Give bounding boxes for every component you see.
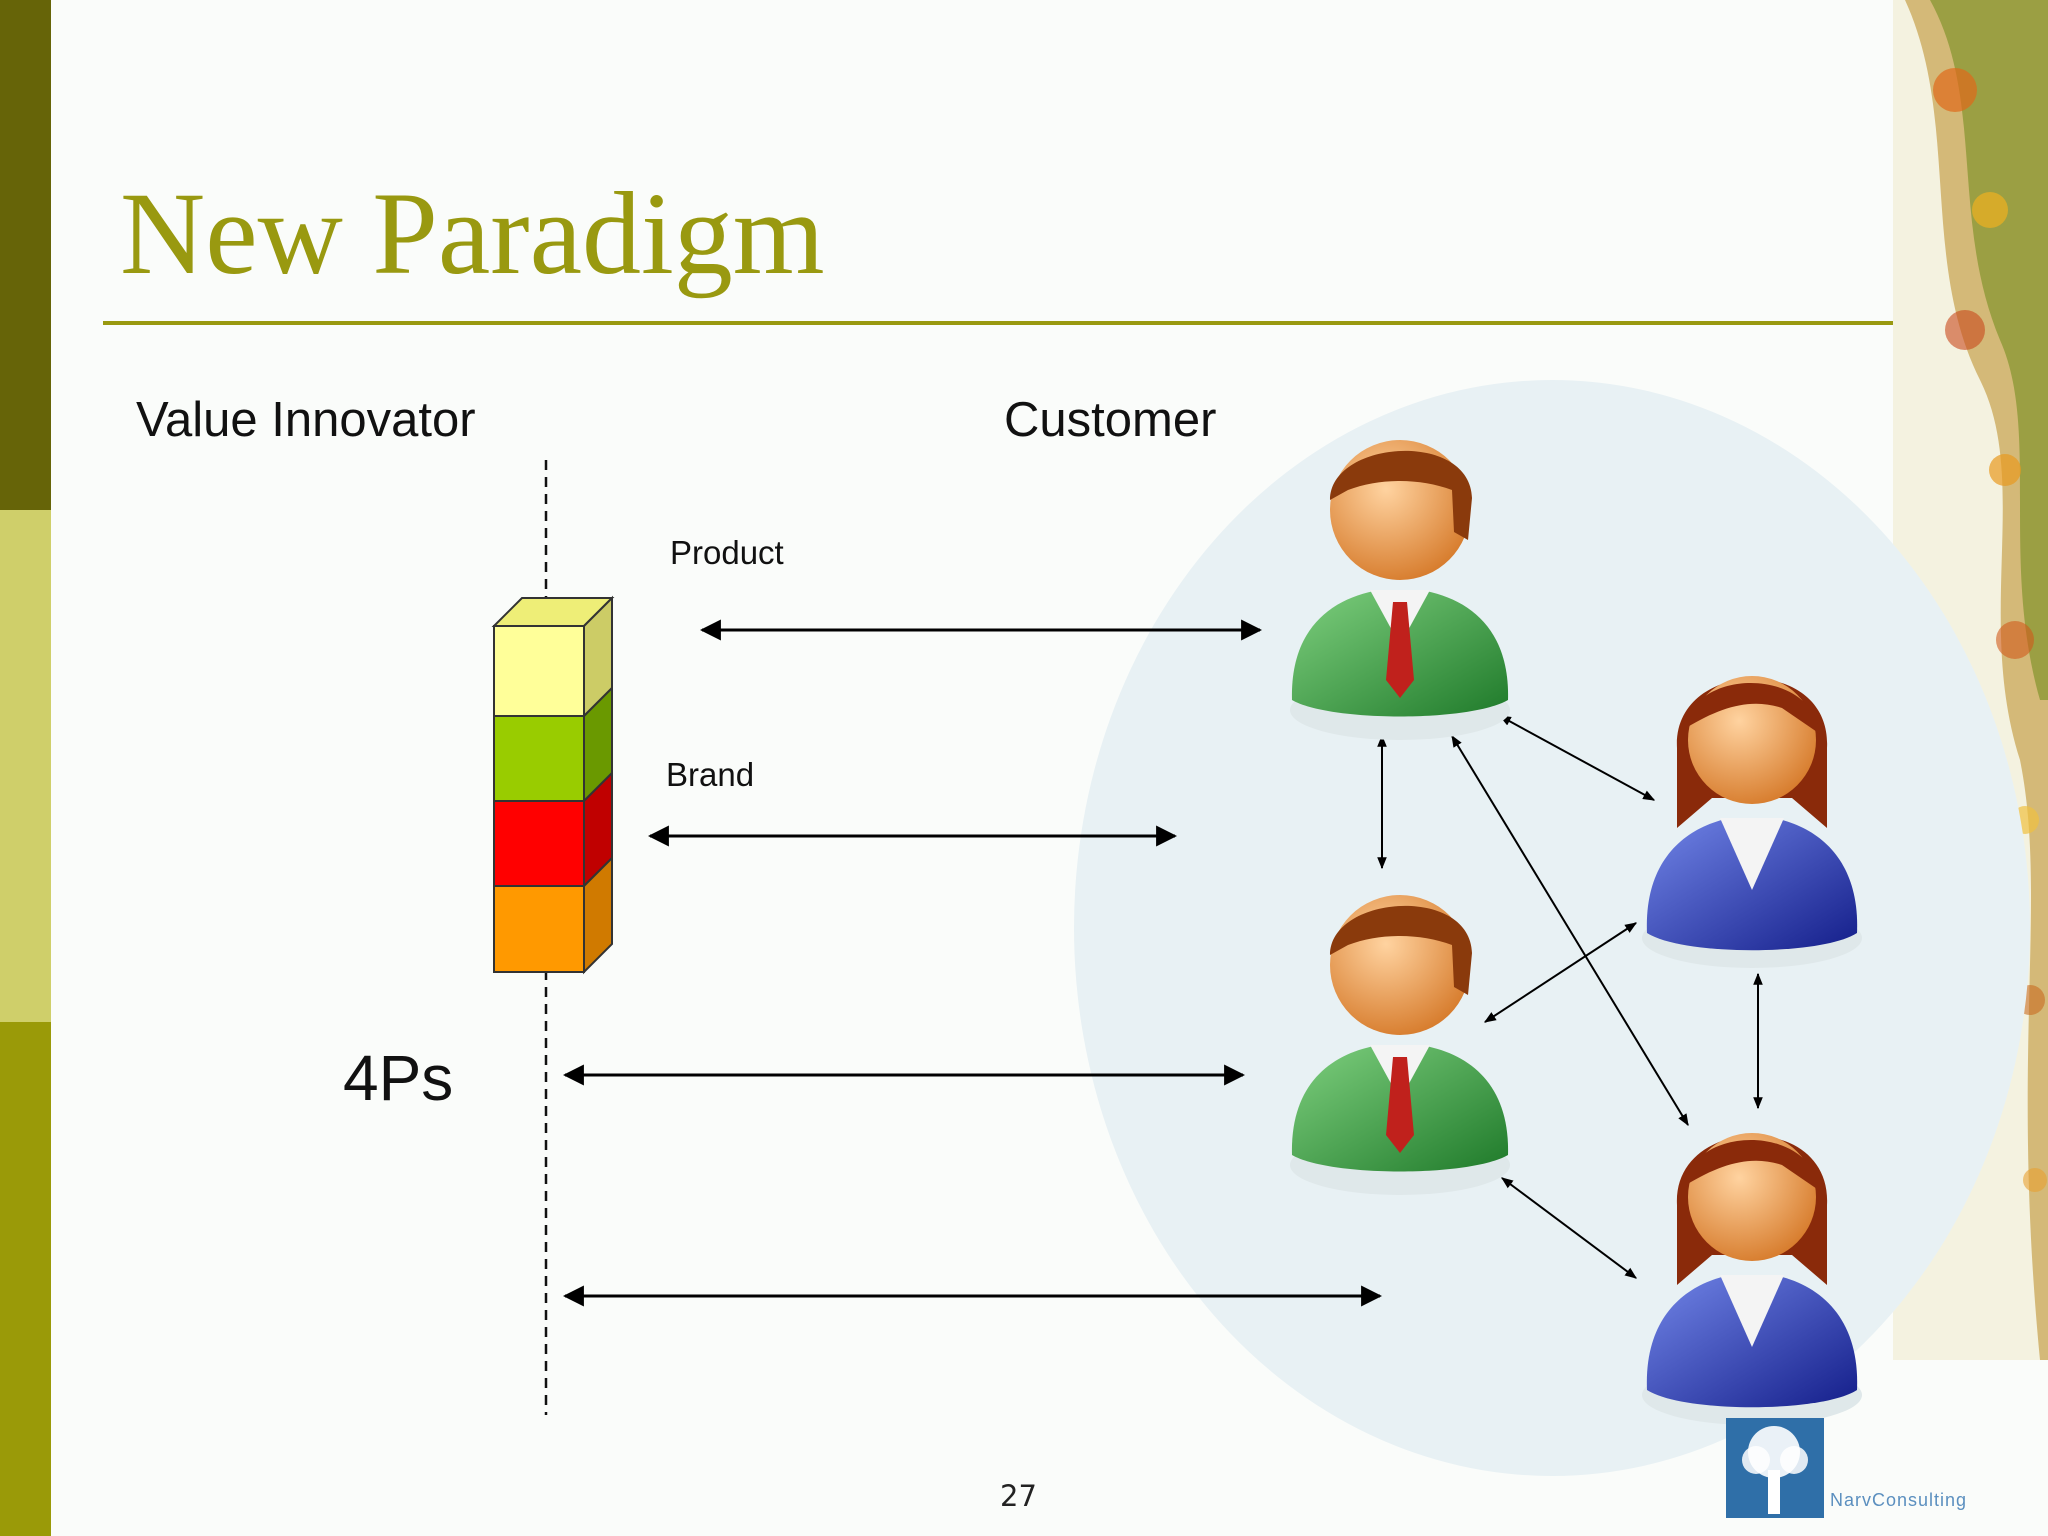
four-ps-label: 4Ps bbox=[343, 1042, 454, 1114]
brand-label: Brand bbox=[666, 756, 755, 793]
stack-block-orange bbox=[493, 885, 585, 973]
customer-woman-icon bbox=[1642, 1133, 1862, 1425]
sidebar-bar-dark bbox=[0, 0, 51, 510]
tree-logo-icon bbox=[1726, 1418, 1824, 1518]
sidebar-bar-light bbox=[0, 510, 51, 1022]
customer-circle bbox=[1074, 380, 2030, 1476]
stack-block-red bbox=[493, 800, 585, 887]
slide-title: New Paradigm bbox=[120, 168, 825, 299]
customer-woman-icon bbox=[1642, 676, 1862, 968]
customer-man-icon bbox=[1290, 895, 1510, 1195]
customer-network-arrows bbox=[1377, 715, 1763, 1279]
customer-man-icon bbox=[1290, 440, 1510, 740]
page-number: 27 bbox=[1000, 1479, 1037, 1513]
logo-text: NarvConsulting bbox=[1830, 1490, 1968, 1510]
product-label: Product bbox=[670, 534, 784, 571]
stack-block-yellow bbox=[493, 625, 585, 717]
customer-label: Customer bbox=[1004, 393, 1217, 447]
value-innovator-label: Value Innovator bbox=[136, 393, 476, 447]
stack-block-green bbox=[493, 715, 585, 802]
product-stack bbox=[491, 595, 615, 975]
title-underline bbox=[103, 321, 1893, 325]
sidebar-bar-olive bbox=[0, 1022, 51, 1536]
